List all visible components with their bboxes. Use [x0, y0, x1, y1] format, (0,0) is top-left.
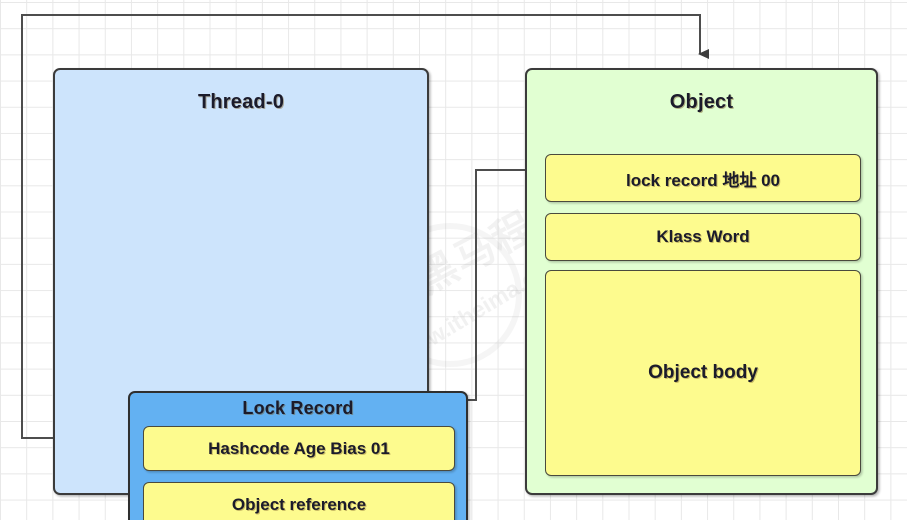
slot-hashcode[interactable]: Hashcode Age Bias 01 — [143, 426, 455, 471]
thread-box[interactable]: Thread-0 Lock Record Hashcode Age Bias 0… — [53, 68, 468, 520]
slot-klass-word[interactable]: Klass Word — [545, 213, 861, 261]
slot-object-reference-label: Object reference — [231, 494, 367, 514]
connector-markword-to-lockrecord — [422, 169, 529, 405]
slot-hashcode-label: Hashcode Age Bias 01 — [208, 438, 390, 458]
slot-mark-word[interactable]: lock record 地址 00 — [545, 154, 861, 202]
object-box-title: Object — [669, 91, 734, 113]
slot-klass-word-label: Klass Word — [656, 227, 750, 246]
slot-mark-word-label: lock record 地址 00 — [625, 170, 780, 190]
lock-record-box[interactable]: Lock Record Hashcode Age Bias 01 Object … — [128, 391, 468, 520]
slot-object-body[interactable]: Object body — [545, 270, 861, 476]
lock-record-title: Lock Record — [242, 398, 354, 418]
slot-object-reference[interactable]: Object reference — [143, 482, 455, 520]
object-box[interactable]: Object lock record 地址 00 Klass Word Obje… — [525, 68, 878, 495]
slot-object-body-label: Object body — [648, 362, 758, 383]
thread-box-title: Thread-0 — [197, 91, 285, 113]
